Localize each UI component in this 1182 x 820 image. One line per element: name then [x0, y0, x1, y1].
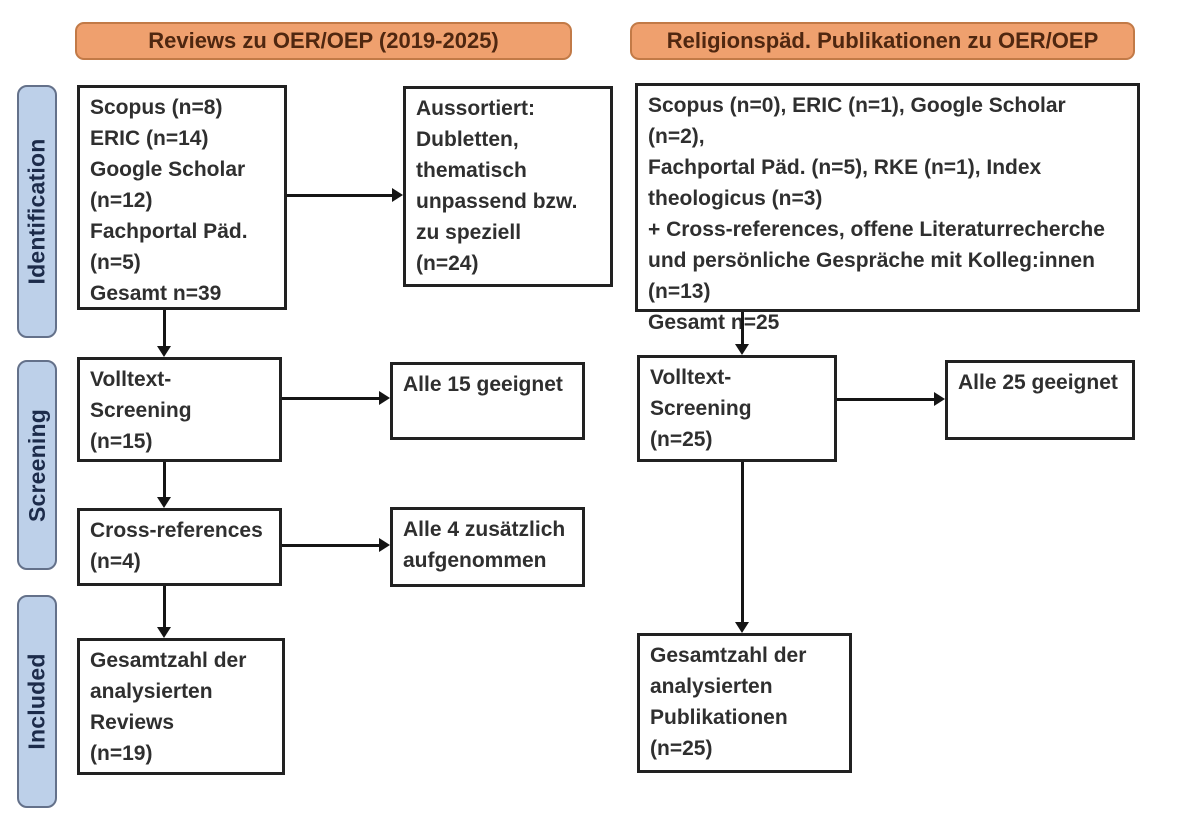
header-religionspaed-column: Religionspäd. Publikationen zu OER/OEP	[630, 22, 1135, 60]
right-fulltext-result-box: Alle 25 geeignet	[945, 360, 1135, 440]
arrow-left-sources-to-excluded	[287, 188, 403, 202]
stage-label-screening-text: Screening	[23, 408, 50, 522]
stage-label-included-text: Included	[23, 653, 50, 750]
arrow-left-fulltext-to-crossref	[157, 462, 171, 508]
arrow-right-sources-to-fulltext	[735, 312, 749, 355]
right-fulltext-screening-box: Volltext- Screening (n=25)	[637, 355, 837, 462]
left-fulltext-result-box: Alle 15 geeignet	[390, 362, 585, 440]
arrow-left-crossref-to-total	[157, 586, 171, 638]
left-total-box: Gesamtzahl der analysierten Reviews (n=1…	[77, 638, 285, 775]
header-reviews-column: Reviews zu OER/OEP (2019-2025)	[75, 22, 572, 60]
stage-label-identification: Identification	[17, 85, 57, 338]
arrow-right-fulltext-to-result	[837, 392, 945, 406]
right-total-box: Gesamtzahl der analysierten Publikatione…	[637, 633, 852, 773]
left-fulltext-screening-box: Volltext- Screening (n=15)	[77, 357, 282, 462]
arrow-left-fulltext-to-result	[282, 391, 390, 405]
stage-label-screening: Screening	[17, 360, 57, 570]
left-excluded-box: Aussortiert: Dubletten, thematisch unpas…	[403, 86, 613, 287]
stage-label-included: Included	[17, 595, 57, 808]
arrow-right-fulltext-to-total	[735, 462, 749, 633]
left-sources-box: Scopus (n=8) ERIC (n=14) Google Scholar …	[77, 85, 287, 310]
left-cross-references-box: Cross-references (n=4)	[77, 508, 282, 586]
arrow-left-sources-to-fulltext	[157, 310, 171, 357]
right-sources-box: Scopus (n=0), ERIC (n=1), Google Scholar…	[635, 83, 1140, 334]
left-cross-references-result-box: Alle 4 zusätzlich aufgenommen	[390, 507, 585, 587]
arrow-left-crossref-to-result	[282, 538, 390, 552]
stage-label-identification-text: Identification	[23, 138, 50, 285]
